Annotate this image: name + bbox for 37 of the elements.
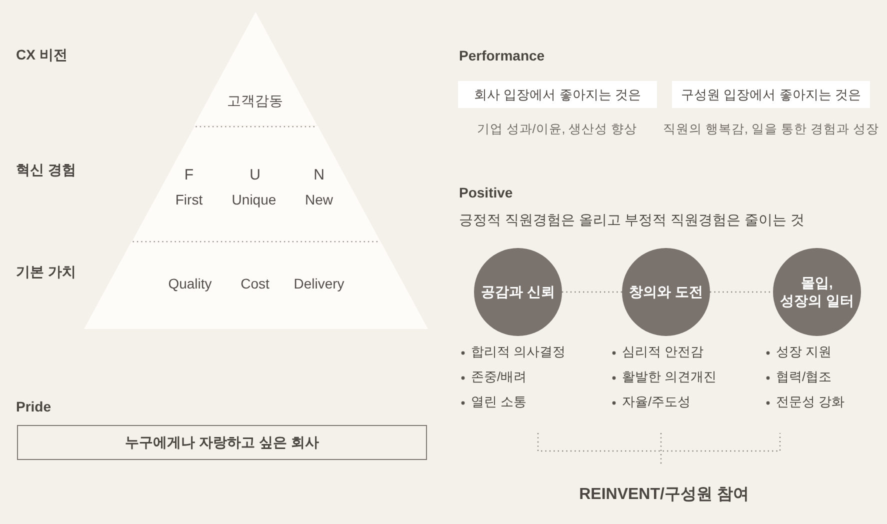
list-item: 존중/배려 (471, 368, 527, 386)
list-item: 협력/협조 (776, 368, 832, 386)
list-item: 자율/주도성 (622, 394, 691, 410)
text-box: 회사 입장에서 좋아지는 것은 (458, 81, 657, 108)
dotted-connector (710, 291, 773, 293)
row-label: 혁신 경험 (16, 161, 76, 179)
pyramid-label: U (250, 166, 260, 186)
section-heading: Pride (16, 398, 52, 416)
pyramid-label: Delivery (294, 275, 344, 293)
description-text: 직원의 행복감, 일을 통한 경험과 성장 (663, 122, 879, 138)
outlined-box: 누구에게나 자랑하고 싶은 회사 (17, 425, 427, 460)
pyramid-label: Unique (232, 191, 276, 209)
list-item: 전문성 강화 (776, 394, 845, 410)
row-label: 기본 가치 (16, 263, 76, 281)
dotted-connector (562, 291, 622, 293)
pyramid-label: Quality (168, 275, 212, 293)
row-label: CX 비전 (16, 46, 68, 64)
section-heading: Positive (459, 184, 513, 202)
list-item: 심리적 안전감 (622, 344, 704, 360)
list-item: 활발한 의견개진 (622, 368, 717, 386)
list-item: 합리적 의사결정 (471, 344, 566, 360)
list-item: 성장 지원 (776, 344, 832, 360)
list-item: 열린 소통 (471, 394, 527, 410)
node-label: 몰입, 성장의 일터 (779, 274, 855, 310)
node-label: 공감과 신뢰 (481, 283, 555, 301)
pyramid-label: Cost (240, 275, 270, 293)
node-label: 창의와 도전 (629, 283, 703, 301)
pyramid-label: F (184, 166, 194, 186)
description-text: 기업 성과/이윤, 생산성 향상 (476, 122, 638, 138)
section-heading: Performance (459, 47, 545, 65)
summary-text: REINVENT/구성원 참여 (579, 485, 749, 505)
text-box: 구성원 입장에서 좋아지는 것은 (672, 81, 870, 108)
pyramid-label: 고객감동 (226, 92, 283, 110)
pyramid-label: N (314, 166, 324, 186)
pyramid-label: New (304, 191, 333, 209)
subtitle: 긍정적 직원경험은 올리고 부정적 직원경험은 줄이는 것 (459, 211, 804, 229)
pyramid-label: First (175, 191, 203, 209)
